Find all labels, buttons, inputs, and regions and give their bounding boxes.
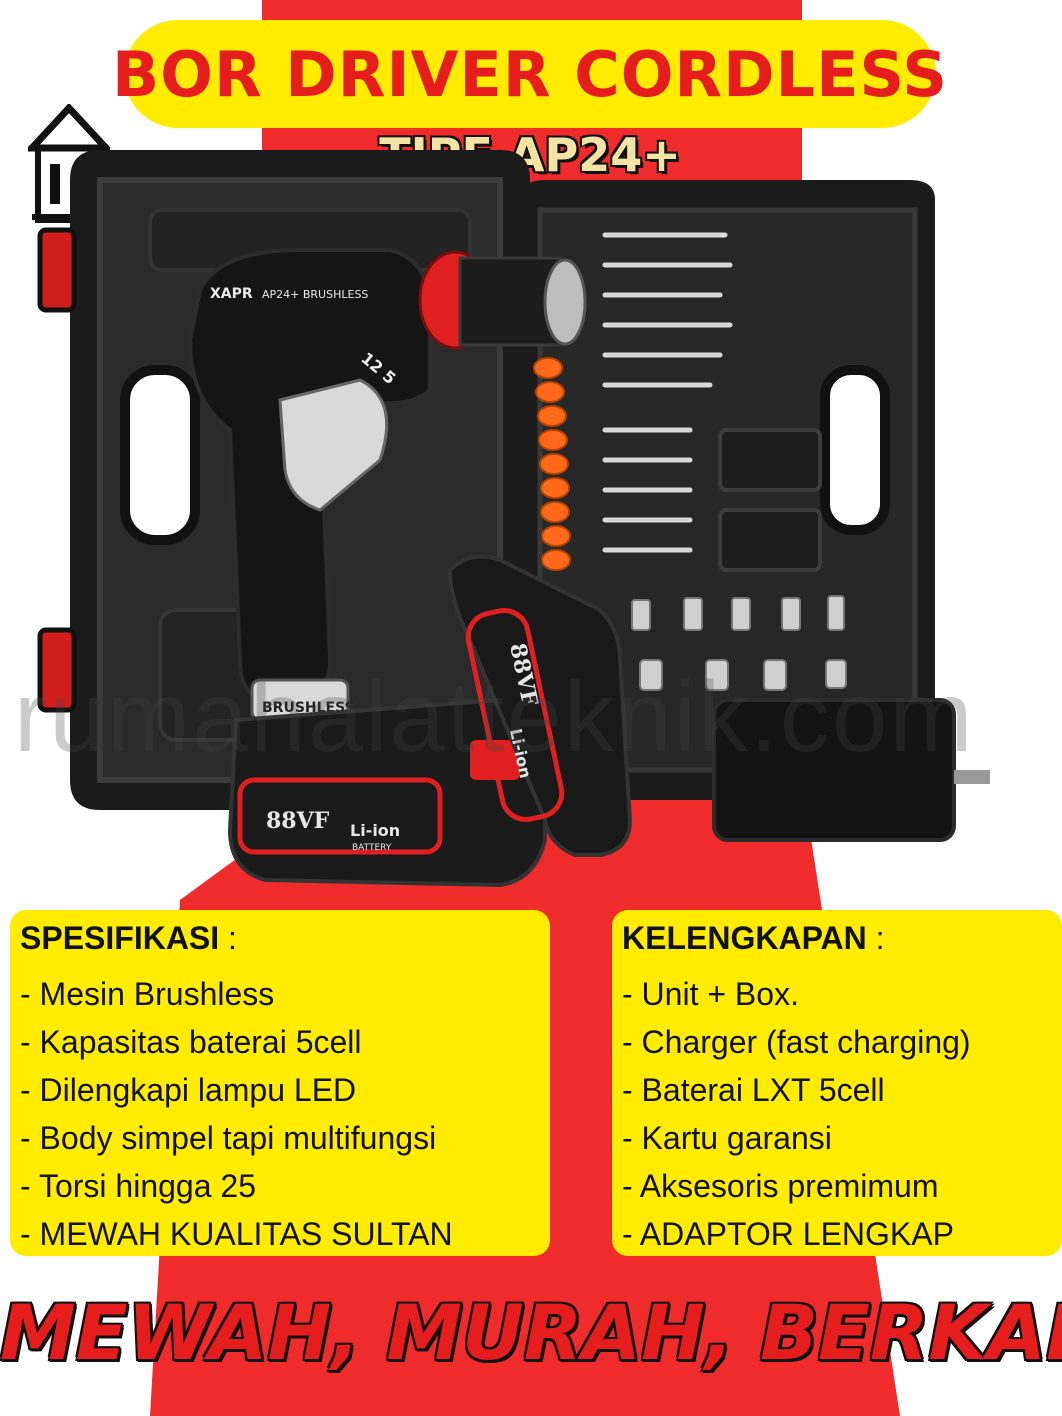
- list-item: - Body simpel tapi multifungsi: [20, 1120, 437, 1156]
- charger-adapter: [712, 698, 990, 842]
- list-item: - MEWAH KUALITAS SULTAN: [20, 1216, 453, 1252]
- kit-list: - Unit + Box. - Charger (fast charging) …: [622, 970, 971, 1258]
- kit-heading-row: KELENGKAPAN :: [622, 920, 885, 957]
- battery-sub-label: BATTERY: [352, 843, 392, 853]
- socket-set: [631, 595, 847, 691]
- slogan: MEWAH, MURAH, BERKAH: [0, 1288, 1062, 1377]
- list-item: - Baterai LXT 5cell: [622, 1072, 885, 1108]
- kit-heading: KELENGKAPAN: [622, 920, 867, 956]
- battery-pack-mounted: 88VF Li-ion BATTERY: [227, 697, 547, 888]
- product-photo: XAPR AP24+ BRUSHLESS 12 5 BRUSHLESS 88VF…: [37, 150, 990, 888]
- list-item: - Dilengkapi lampu LED: [20, 1072, 357, 1108]
- page-title: BOR DRIVER CORDLESS: [111, 37, 949, 111]
- spec-heading-colon: :: [228, 920, 237, 956]
- battery-voltage-label: 88VF: [266, 808, 330, 834]
- hinge-bottom-left: [37, 627, 77, 713]
- kit-heading-colon: :: [875, 920, 885, 956]
- list-item: - Kartu garansi: [622, 1120, 832, 1156]
- spec-heading: SPESIFIKASI: [20, 920, 220, 956]
- battery-type-label: Li-ion: [350, 821, 400, 840]
- spec-panel: SPESIFIKASI : - Mesin Brushless - Kapasi…: [10, 910, 550, 1256]
- battery-pack-spare: 88VF Li-ion: [447, 554, 633, 857]
- cordless-drill: XAPR AP24+ BRUSHLESS 12 5 BRUSHLESS: [187, 248, 587, 722]
- hinge-top-left: [37, 227, 77, 313]
- drill-brand-label: XAPR: [210, 286, 253, 302]
- drill-bit-set: [602, 232, 733, 553]
- drill-model-label: AP24+ BRUSHLESS: [262, 288, 368, 301]
- list-item: - Kapasitas baterai 5cell: [20, 1024, 362, 1060]
- list-item: - ADAPTOR LENGKAP: [622, 1216, 954, 1252]
- spec-list: - Mesin Brushless - Kapasitas baterai 5c…: [20, 970, 453, 1258]
- list-item: - Aksesoris premimum: [622, 1168, 939, 1204]
- flexible-extension: [533, 357, 571, 571]
- watermark: rumahalatteknik.com: [14, 661, 975, 773]
- kit-panel: KELENGKAPAN : - Unit + Box. - Charger (f…: [612, 910, 1062, 1256]
- title-banner: BOR DRIVER CORDLESS: [112, 20, 947, 128]
- list-item: - Mesin Brushless: [20, 976, 275, 1012]
- list-item: - Unit + Box.: [622, 976, 799, 1012]
- spec-heading-row: SPESIFIKASI :: [20, 920, 237, 957]
- list-item: - Torsi hingga 25: [20, 1168, 256, 1204]
- list-item: - Charger (fast charging): [622, 1024, 971, 1060]
